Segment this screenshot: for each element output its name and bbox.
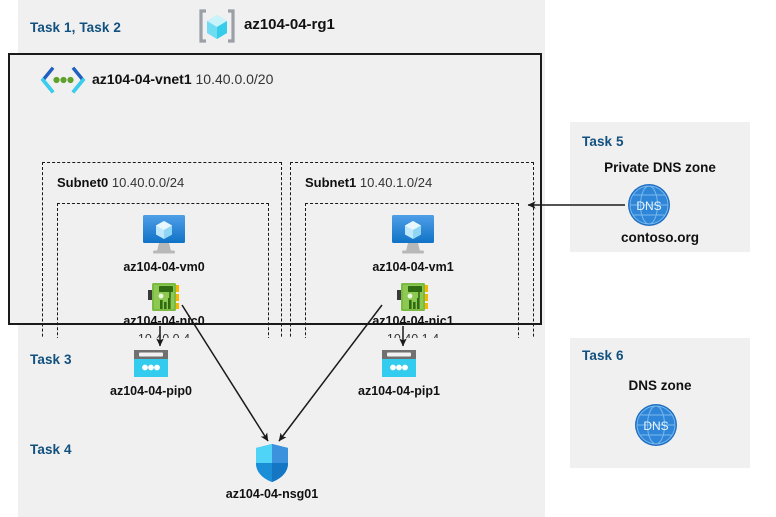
subnet-0-title: Subnet0 10.40.0.0/24 bbox=[57, 175, 185, 190]
nic-0-label: az104-04-nic0 bbox=[123, 314, 205, 328]
nsg-label: az104-04-nsg01 bbox=[225, 487, 319, 501]
pip-1-label: az104-04-pip1 bbox=[358, 384, 440, 398]
subnet-1-title: Subnet1 10.40.1.0/24 bbox=[305, 175, 433, 190]
virtual-network-icon bbox=[40, 66, 86, 94]
task-label-6: Task 6 bbox=[582, 348, 624, 363]
task-label-1-2: Task 1, Task 2 bbox=[30, 20, 121, 35]
virtual-network-box: az104-04-vnet1 10.40.0.0/20 Subnet0 10.4… bbox=[8, 53, 542, 377]
virtual-network-title: az104-04-vnet1 10.40.0.0/20 bbox=[92, 71, 274, 87]
private-dns-zone-heading: Private DNS zone bbox=[604, 160, 716, 175]
public-ip-address-icon bbox=[134, 350, 168, 377]
public-ip-panel bbox=[18, 338, 545, 416]
task-label-4: Task 4 bbox=[30, 442, 72, 457]
task-label-5: Task 5 bbox=[582, 134, 624, 149]
nic-1-label: az104-04-nic1 bbox=[372, 314, 454, 328]
network-security-group-icon bbox=[255, 443, 289, 483]
resource-group-name: az104-04-rg1 bbox=[244, 16, 335, 33]
network-interface-icon bbox=[148, 282, 180, 312]
dns-zone-icon: DNS bbox=[634, 403, 678, 447]
pip-0-label: az104-04-pip0 bbox=[110, 384, 192, 398]
virtual-machine-icon bbox=[390, 214, 436, 254]
dns-zone-icon: DNS bbox=[627, 183, 671, 227]
private-dns-zone-name: contoso.org bbox=[621, 230, 699, 245]
vm-0-label: az104-04-vm0 bbox=[123, 260, 205, 274]
svg-text:DNS: DNS bbox=[636, 199, 661, 213]
network-interface-icon bbox=[397, 282, 429, 312]
dns-zone-heading: DNS zone bbox=[628, 378, 692, 393]
dns-zone-panel bbox=[570, 338, 750, 468]
svg-text:DNS: DNS bbox=[643, 419, 668, 433]
resource-group-icon bbox=[198, 8, 236, 44]
vm-1-label: az104-04-vm1 bbox=[372, 260, 454, 274]
private-dns-zone-panel bbox=[570, 122, 750, 252]
virtual-machine-icon bbox=[141, 214, 187, 254]
task-label-3: Task 3 bbox=[30, 352, 72, 367]
public-ip-address-icon bbox=[382, 350, 416, 377]
